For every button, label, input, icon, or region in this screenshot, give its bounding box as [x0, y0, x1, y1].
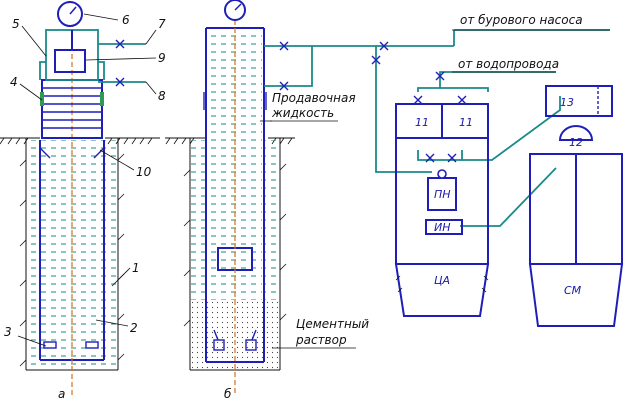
from-water-label: от водопровода [458, 57, 559, 71]
cement-label-2: раствор [295, 333, 347, 347]
callout-5: 5 [12, 17, 20, 31]
callout-9: 9 [158, 51, 166, 65]
callout-2: 2 [130, 321, 138, 335]
callout-11b: 11 [459, 116, 473, 129]
callout-11a: 11 [415, 116, 429, 129]
pump-in-label: ИН [434, 221, 451, 234]
callout-10: 10 [136, 165, 152, 179]
tsa-label: ЦА [434, 274, 450, 287]
callouts-a: 6 7 9 8 5 4 10 1 2 3 а [4, 13, 166, 401]
callout-3: 3 [4, 325, 12, 339]
from-pump-label: от бурового насоса [460, 13, 583, 27]
callout-7: 7 [158, 17, 166, 31]
sm-label: СМ [564, 284, 582, 297]
caption-a: а [58, 387, 65, 401]
callout-4: 4 [10, 75, 18, 89]
well-a [0, 1, 160, 395]
cement-mixer-sm: СМ 12 13 [528, 85, 624, 327]
callout-13: 13 [560, 96, 574, 109]
piping-labels: от бурового насоса от водопровода [452, 13, 610, 73]
callout-1: 1 [132, 261, 140, 275]
callout-8: 8 [158, 89, 166, 103]
cementing-unit-tsa: 11 11 ПН ИН ЦА [394, 103, 490, 317]
labels-b: Продавочная жидкость Цементный раствор б [224, 91, 369, 401]
caption-b: б [224, 387, 232, 401]
well-b [165, 0, 295, 395]
displacement-label-1: Продавочная [272, 91, 356, 105]
callout-12: 12 [569, 136, 583, 149]
pump-pn-label: ПН [434, 188, 451, 201]
callout-6: 6 [122, 13, 130, 27]
displacement-label-2: жидкость [271, 106, 334, 120]
cement-label-1: Цементный [296, 317, 369, 331]
